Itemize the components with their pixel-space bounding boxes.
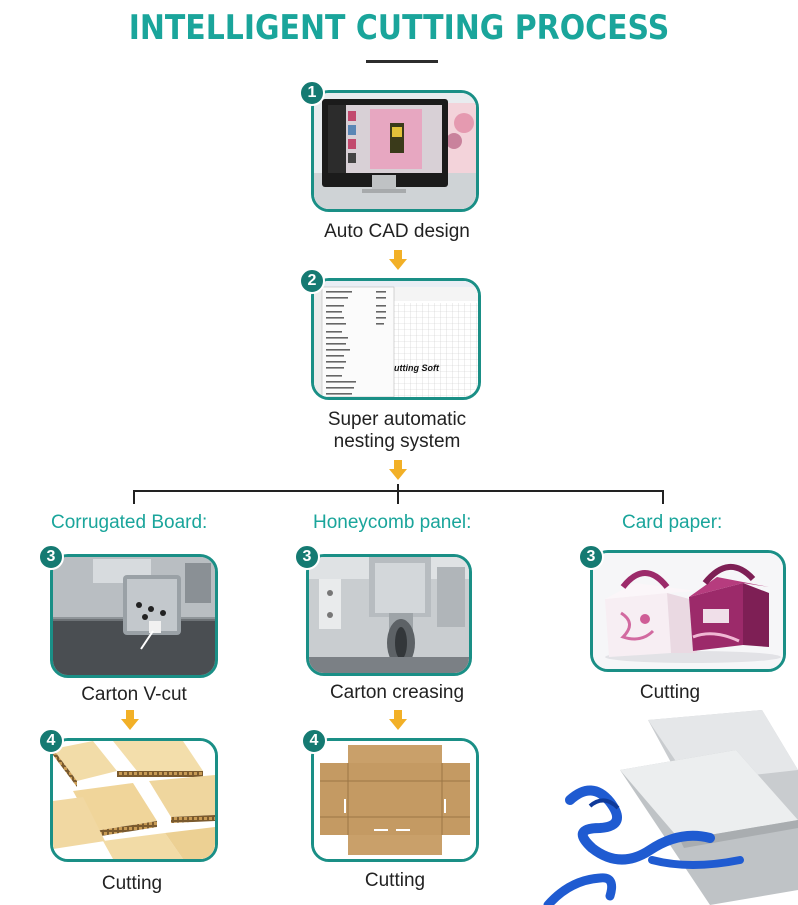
step-2-caption-line-2: nesting system xyxy=(333,431,461,452)
carton-v-cut-caption: Carton V-cut xyxy=(81,684,187,705)
page-title: INTELLIGENT CUTTING PROCESS xyxy=(128,8,670,48)
flow-arrow-2 xyxy=(389,460,407,480)
branch-connector-left xyxy=(133,490,135,504)
carton-v-cut-image xyxy=(50,554,218,678)
flow-arrow-honeycomb xyxy=(389,710,407,730)
title-divider xyxy=(366,60,438,63)
card-step-3-badge: 3 xyxy=(578,544,604,570)
category-card-paper: Card paper: xyxy=(622,512,723,533)
nesting-software-image: utting Soft xyxy=(311,278,481,400)
card-sheets-ribbon-illustration xyxy=(540,710,798,905)
honeycomb-step-3-badge: 3 xyxy=(294,544,320,570)
flow-arrow-corrugated xyxy=(121,710,139,730)
card-paper-cutting-caption: Cutting xyxy=(639,682,701,703)
card-paper-box-image xyxy=(590,550,786,672)
honeycomb-step-4-badge: 4 xyxy=(301,728,327,754)
category-corrugated-board: Corrugated Board: xyxy=(51,512,208,533)
auto-cad-image xyxy=(311,90,479,212)
step-2-caption-line-1: Super automatic xyxy=(327,409,467,430)
carton-creasing-image xyxy=(306,554,472,676)
flat-carton-cutting-caption: Cutting xyxy=(364,870,426,891)
corrugated-step-4-badge: 4 xyxy=(38,728,64,754)
branch-connector-middle xyxy=(397,490,399,504)
carton-creasing-caption: Carton creasing xyxy=(329,682,465,703)
honeycomb-board-cutting-caption: Cutting xyxy=(101,873,163,894)
step-1-badge: 1 xyxy=(299,80,325,106)
corrugated-step-3-badge: 3 xyxy=(38,544,64,570)
branch-connector-stem xyxy=(397,484,399,492)
honeycomb-board-image xyxy=(50,738,218,862)
flat-carton-image xyxy=(311,738,479,862)
branch-connector-right xyxy=(662,490,664,504)
flow-arrow-1 xyxy=(389,250,407,270)
screen-watermark-text: utting Soft xyxy=(394,363,439,373)
step-1-caption: Auto CAD design xyxy=(324,221,470,242)
category-honeycomb-panel: Honeycomb panel: xyxy=(313,512,472,533)
step-2-badge: 2 xyxy=(299,268,325,294)
